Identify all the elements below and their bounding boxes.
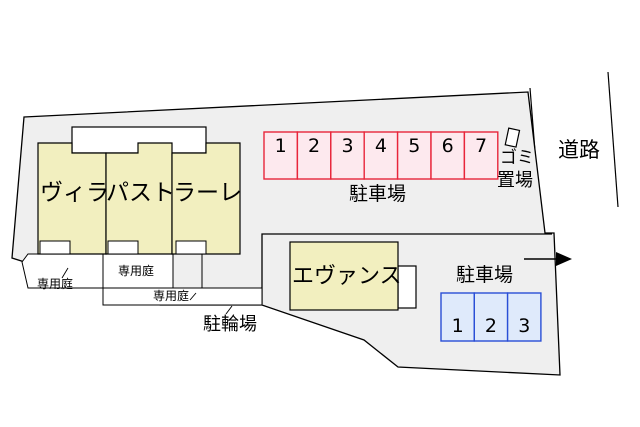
private-garden-label-2: 専用庭 (118, 264, 155, 278)
porch-2 (107, 240, 139, 255)
parking-top-space-number: 4 (374, 135, 387, 157)
parking-top-space-number: 6 (441, 135, 454, 157)
parking-top-space-4 (363, 131, 399, 180)
parking-right-label: 駐車場 (456, 264, 514, 286)
parking-top-space-number: 7 (475, 135, 488, 157)
parking-right-space-3 (506, 292, 542, 342)
leader-bike (225, 305, 233, 315)
parking-top-space-1 (263, 131, 299, 180)
parking-top-space-number: 2 (308, 135, 321, 157)
garbage-box-icon (504, 127, 521, 148)
parking-right-space-1 (440, 292, 475, 342)
road-line-right (607, 71, 619, 208)
leader-garden-1 (61, 267, 69, 279)
building-name-part-3: ラーレ (173, 180, 242, 206)
parking-right-space-number: 3 (518, 315, 531, 337)
parking-top-space-7 (463, 131, 499, 180)
porch-3 (175, 240, 207, 255)
second-building-name: エヴァンス (292, 264, 402, 289)
leader-garden-3 (189, 292, 197, 301)
building-name-part-2: パスト (106, 180, 175, 206)
parking-top-space-number: 1 (274, 135, 287, 157)
parking-top-label: 駐車場 (349, 183, 407, 205)
parking-right-space-2 (473, 292, 509, 342)
garbage-area-label-line2: 置場 (497, 170, 533, 191)
parking-top-space-3 (330, 131, 365, 180)
parking-top-space-number: 3 (341, 135, 354, 157)
main-building-unit-3 (171, 142, 241, 255)
parking-right-spaces (440, 292, 542, 342)
parking-top-spaces (263, 131, 499, 180)
building-name-part-1: ヴィラ (40, 180, 109, 206)
garbage-area-label-line1: ゴミ (500, 148, 534, 168)
parking-top-space-number: 5 (408, 135, 421, 157)
parking-top-space-5 (396, 131, 432, 180)
main-building-unit-2 (105, 142, 173, 255)
inner-lot-boundary (261, 233, 552, 304)
parking-right-space-number: 1 (451, 315, 464, 337)
private-garden-label-3: 専用庭 (153, 289, 190, 303)
porch-1 (39, 240, 71, 255)
second-building (289, 241, 399, 311)
garden-zone-bike (102, 287, 263, 306)
private-garden-label-1: 専用庭 (37, 277, 74, 291)
entrance-arrow-icon (556, 252, 572, 266)
bicycle-parking-label: 駐輪場 (203, 314, 257, 335)
parking-right-space-number: 2 (484, 315, 497, 337)
road-label: 道路 (558, 138, 600, 162)
